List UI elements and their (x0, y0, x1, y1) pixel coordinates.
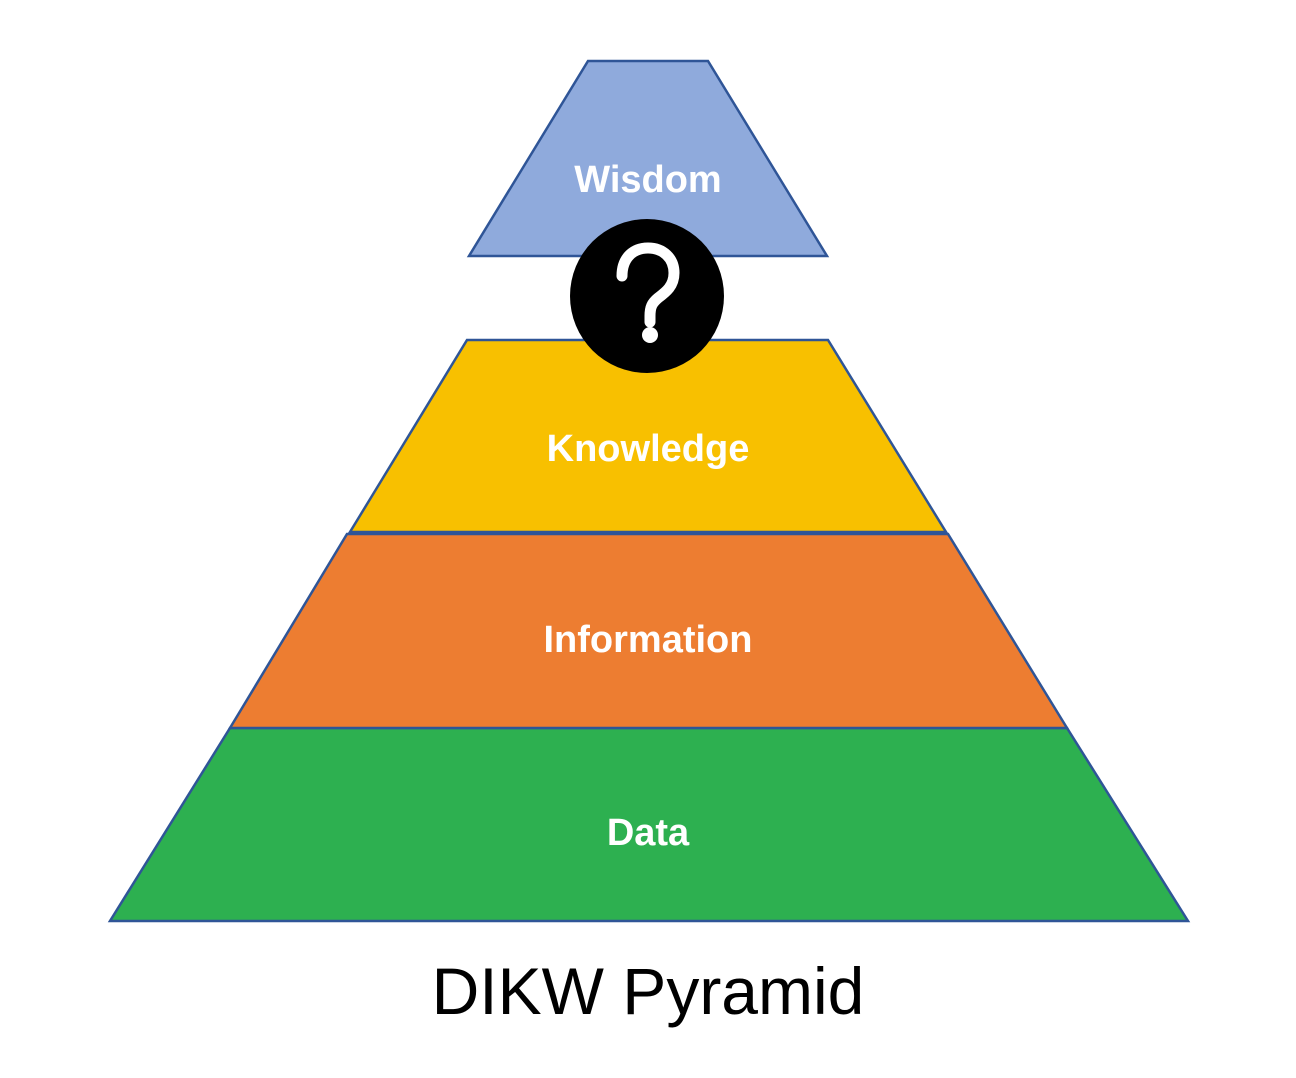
question-badge-circle (570, 219, 724, 373)
question-badge (570, 219, 724, 373)
layer-data: Data (107, 726, 1191, 923)
layer-knowledge-label: Knowledge (547, 428, 750, 470)
layer-wisdom: Wisdom (466, 59, 830, 258)
diagram-title: DIKW Pyramid (431, 954, 865, 1028)
layer-data-label: Data (607, 812, 690, 854)
layer-information: Information (227, 532, 1070, 730)
layer-information-label: Information (544, 619, 753, 661)
layer-wisdom-label: Wisdom (574, 159, 721, 201)
layer-knowledge: Knowledge (347, 338, 949, 534)
question-mark-icon (616, 242, 680, 343)
layer-information-shape (227, 532, 1070, 730)
layer-wisdom-shape (466, 59, 830, 258)
